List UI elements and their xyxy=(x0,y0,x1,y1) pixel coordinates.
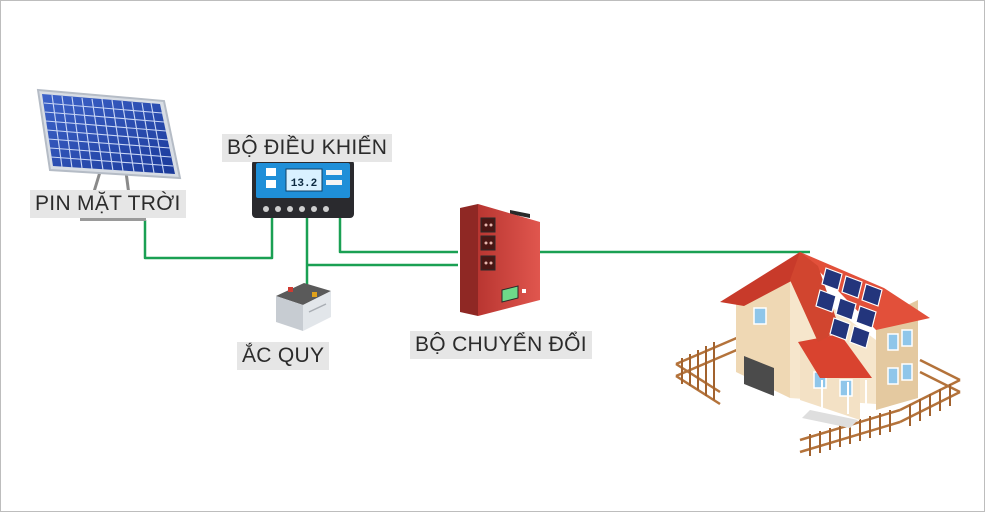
wires xyxy=(143,216,810,287)
controller-display-text: 13.2 xyxy=(291,178,317,190)
inverter-label: BỘ CHUYỂN ĐỔI xyxy=(410,331,592,359)
wire-panel-controller xyxy=(143,216,274,260)
battery-icon xyxy=(276,283,331,331)
solar-panel-label: PIN MẶT TRỜI xyxy=(30,190,186,218)
controller-label: BỘ ĐIỀU KHIỂN xyxy=(222,134,393,162)
battery-label: ẮC QUY xyxy=(237,342,330,370)
charge-controller-icon: 13.2 xyxy=(252,160,354,218)
inverter-icon xyxy=(460,204,540,316)
wire-controller-inverter xyxy=(338,216,458,254)
house-icon xyxy=(675,252,961,456)
